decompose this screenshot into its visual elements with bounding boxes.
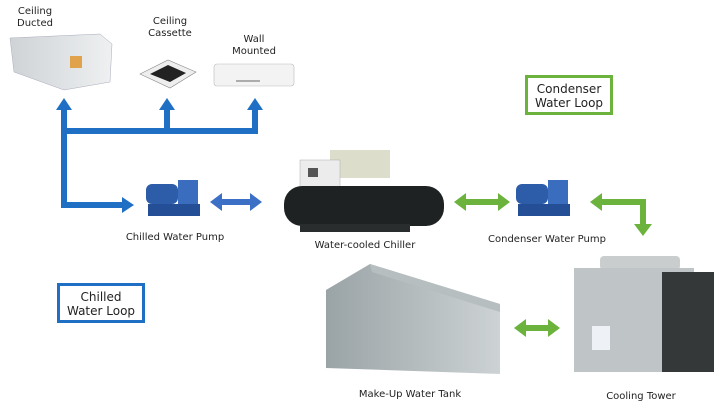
ceiling-ducted-label: Ceiling Ducted (10, 6, 60, 30)
water-cooled-chiller-image (284, 150, 444, 232)
chilled-loop-double-arrow (210, 193, 262, 211)
chilled-water-pump-label: Chilled Water Pump (125, 232, 225, 243)
wall-mounted-image (213, 63, 295, 87)
label-line: Ceiling (152, 16, 188, 27)
condenser-loop-arrows (454, 193, 652, 337)
ceiling-ducted-unit-image (9, 33, 113, 91)
loop-label-line: Condenser (536, 82, 602, 96)
chiller-label: Water-cooled Chiller (314, 240, 416, 251)
chilled-water-loop-box: Chilled Water Loop (57, 283, 145, 323)
loop-label-line: Chilled (80, 290, 122, 304)
ceiling-cassette-label: Ceiling Cassette (145, 16, 195, 40)
chilled-water-supply-pipes (56, 98, 263, 213)
condenser-water-pump-label: Condenser Water Pump (488, 234, 606, 245)
wall-mounted-label: Wall Mounted (226, 34, 282, 58)
label-line: Mounted (232, 46, 276, 57)
condenser-water-loop-box: Condenser Water Loop (525, 75, 613, 115)
label-line: Wall (243, 34, 265, 45)
cooling-tower-image (574, 256, 714, 372)
loop-label-line: Water Loop (534, 96, 604, 110)
cooling-tower-label: Cooling Tower (606, 391, 676, 402)
makeup-water-tank-label: Make-Up Water Tank (358, 389, 462, 400)
label-line: Cassette (148, 28, 192, 39)
label-line: Ducted (17, 18, 53, 29)
makeup-water-tank-image (326, 264, 500, 374)
condenser-water-pump-image (516, 180, 570, 216)
loop-label-line: Water Loop (66, 304, 136, 318)
chilled-water-pump-image (146, 180, 200, 216)
ceiling-cassette-image (139, 59, 197, 89)
label-line: Ceiling (17, 6, 53, 17)
